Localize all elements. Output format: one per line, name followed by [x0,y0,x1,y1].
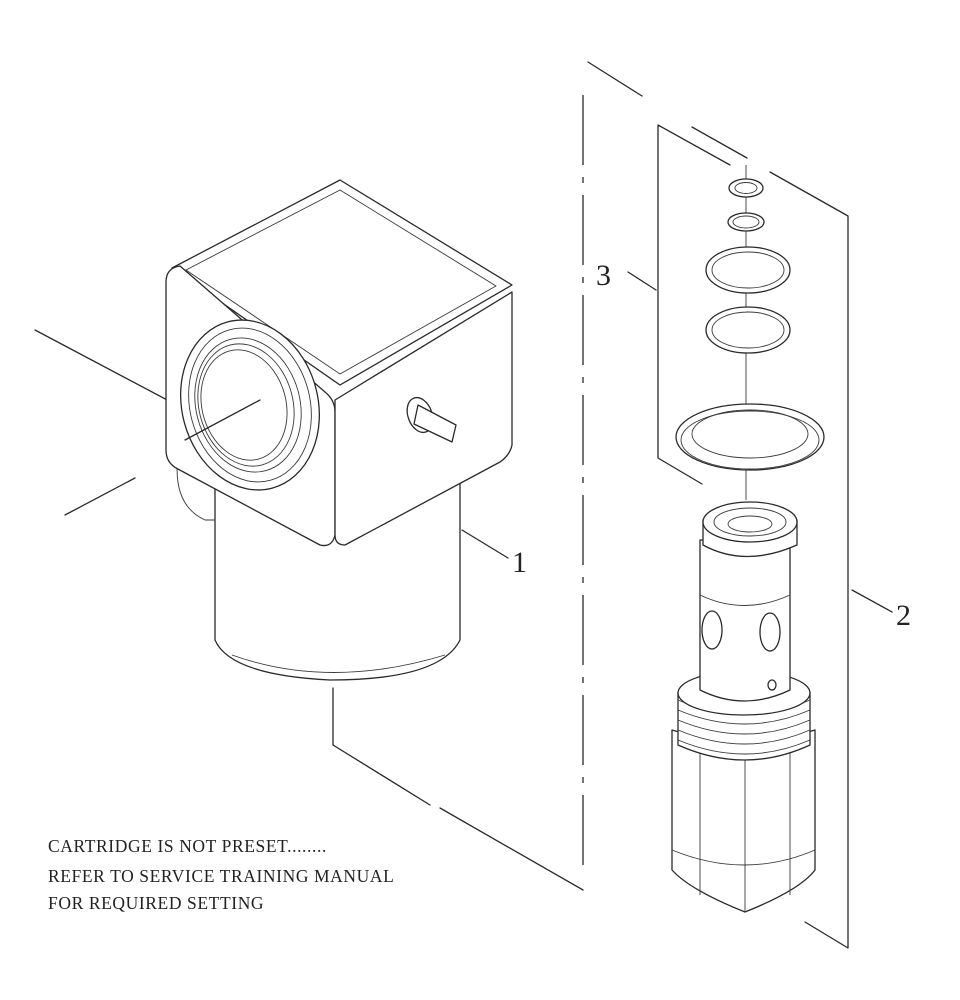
explode-line-top-2 [691,126,748,159]
backup-washer [675,403,825,471]
valve-housing: 1 [34,179,527,806]
cartridge-poppet-head [702,501,798,543]
relief-cartridge [671,501,816,913]
note-line-1: CARTRIDGE IS NOT PRESET........ [48,836,327,856]
note-bracket-line [439,807,584,891]
housing-base-edge [231,654,446,673]
plug-fitting [406,396,457,443]
o-ring-2 [705,306,791,354]
housing-top-chamfer [185,189,497,375]
housing-cylinder [214,469,461,681]
seal-ring-small-1 [728,178,764,198]
explode-line-top [587,61,643,97]
cartridge-bracket: 2 [769,171,911,949]
note-line-3: FOR REQUIRED SETTING [48,893,265,913]
cartridge-port-hole-right [759,612,781,652]
cartridge-bleed-hole [767,679,777,691]
port-leader-line-lower [64,477,136,516]
o-ring-1 [705,246,791,294]
callout-1-label: 1 [512,546,527,579]
seal-kit [675,165,825,500]
callout-3-label: 3 [596,259,611,292]
note-line-2: REFER TO SERVICE TRAINING MANUAL [48,866,395,886]
callout-2-label: 2 [896,599,911,632]
note-leader-line [332,687,431,806]
cartridge-port-hole-left [701,610,723,650]
seal-kit-bracket: 3 [596,124,731,485]
callout-1-leader [461,529,509,559]
cartridge-sleeve [699,539,791,702]
